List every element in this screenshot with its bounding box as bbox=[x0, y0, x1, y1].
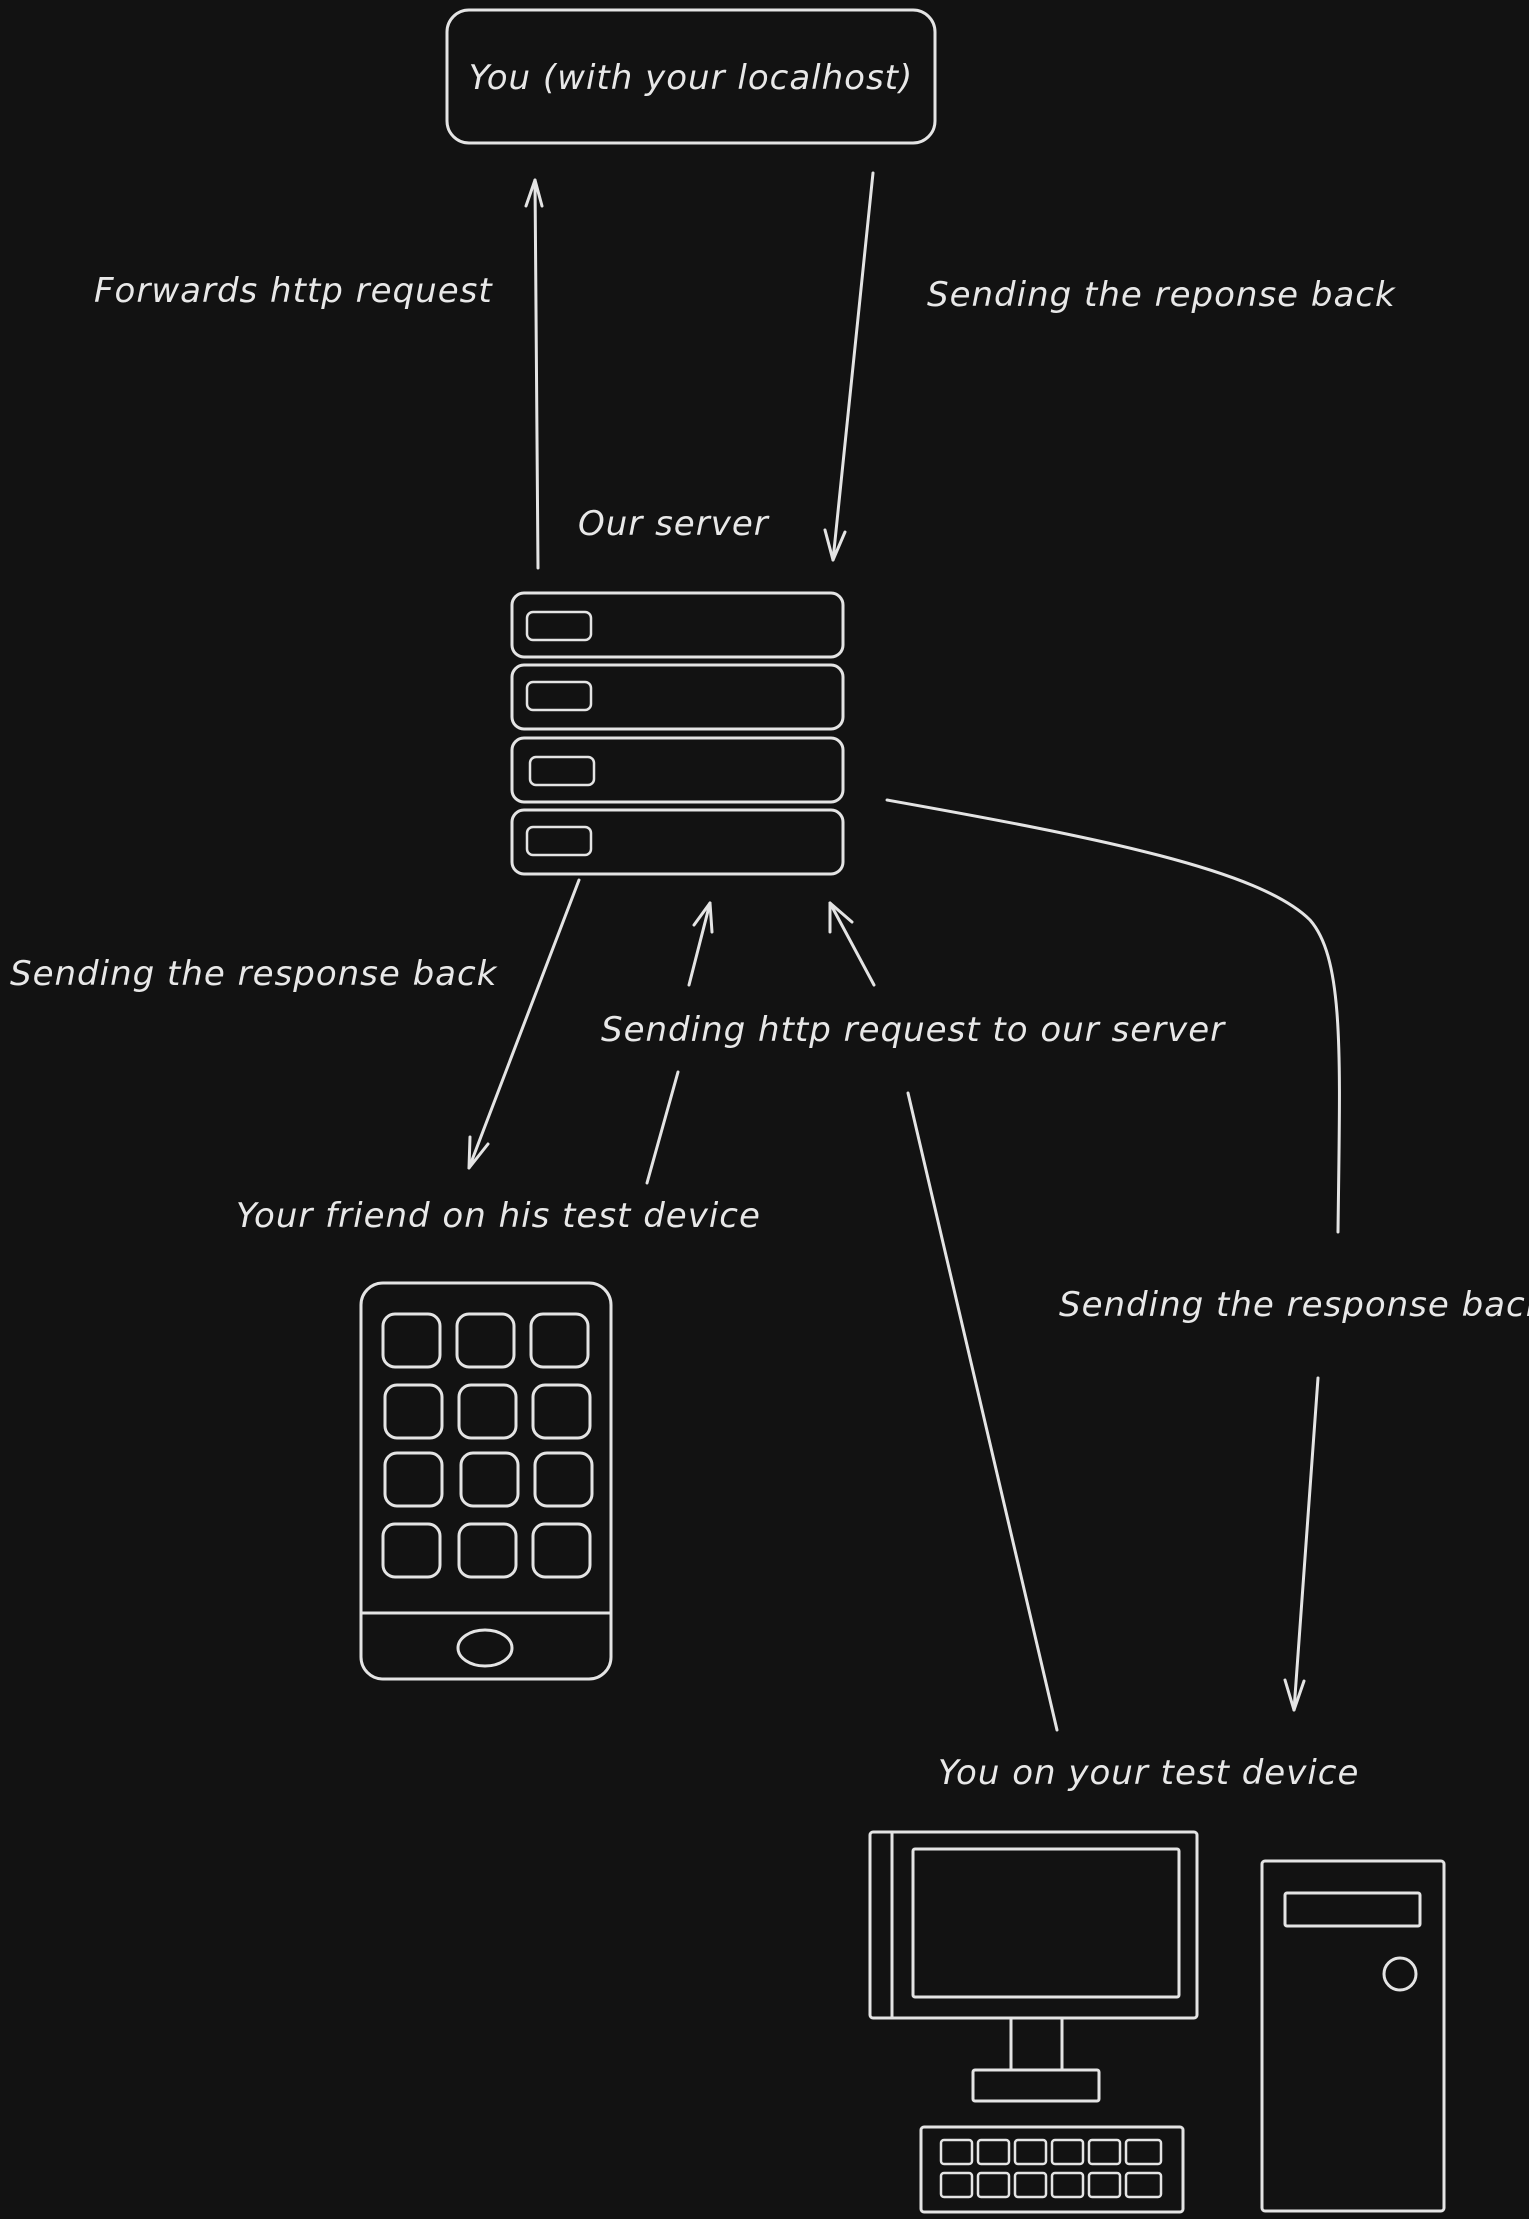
response-to-server-arrow bbox=[823, 171, 875, 562]
request-from-friend-arrow bbox=[645, 901, 714, 1185]
response-to-you-label: Sending the response back bbox=[1059, 1285, 1529, 1325]
request-to-server-label: Sending http request to our server bbox=[601, 1010, 1226, 1050]
localhost-node: You (with your localhost) bbox=[445, 8, 937, 145]
smartphone-icon bbox=[359, 1281, 613, 1681]
server-rack-icon bbox=[510, 591, 845, 876]
desktop-computer-icon bbox=[868, 1830, 1446, 2214]
response-to-friend-arrow bbox=[467, 878, 581, 1170]
your-device-label: You on your test device bbox=[938, 1753, 1359, 1793]
localhost-label: You (with your localhost) bbox=[469, 58, 914, 98]
server-label: Our server bbox=[578, 504, 770, 544]
forwards-label: Forwards http request bbox=[94, 271, 493, 311]
forwards-arrow bbox=[524, 178, 544, 570]
request-from-you-arrow bbox=[828, 901, 1059, 1732]
response-to-friend-label: Sending the response back bbox=[10, 954, 498, 994]
localhost-box bbox=[445, 8, 937, 145]
friend-device-label: Your friend on his test device bbox=[236, 1196, 761, 1236]
response-to-localhost-label: Sending the reponse back bbox=[927, 275, 1396, 315]
response-to-you-arrow bbox=[885, 798, 1341, 1712]
